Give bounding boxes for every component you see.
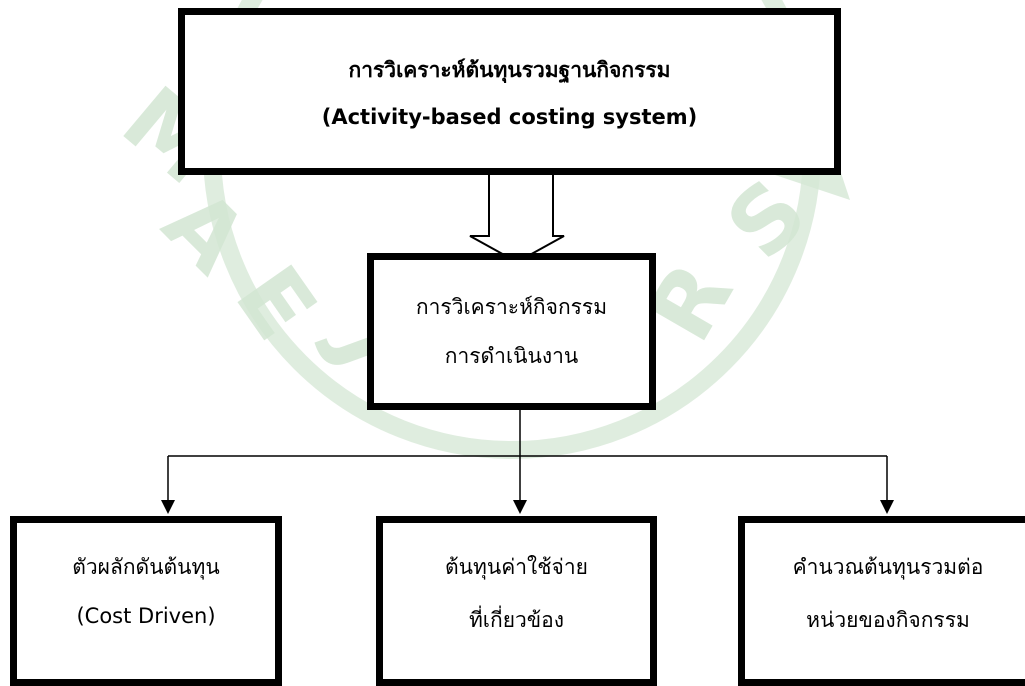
unit-cost-line2: หน่วยของกิจกรรม — [806, 608, 970, 632]
related-expense-box: ต้นทุนค่าใช้จ่าย ที่เกี่ยวข้อง — [376, 516, 657, 686]
down-arrow-block — [469, 175, 565, 264]
activity-analysis-line1: การวิเคราะห์กิจกรรม — [415, 294, 608, 319]
cost-driver-line2: (Cost Driven) — [76, 604, 216, 628]
abc-system-box: การวิเคราะห์ต้นทุนรวมฐานกิจกรรม (Activit… — [178, 8, 841, 175]
arrowhead-right — [880, 500, 894, 514]
unit-cost-line1: คำนวณต้นทุนรวมต่อ — [792, 555, 984, 579]
arrowhead-left — [161, 500, 175, 514]
abc-system-subtitle: (Activity-based costing system) — [321, 105, 698, 129]
related-expense-line1: ต้นทุนค่าใช้จ่าย — [445, 555, 588, 579]
cost-driver-line1: ตัวผลักดันต้นทุน — [72, 555, 220, 579]
related-expense-line2: ที่เกี่ยวข้อง — [468, 608, 565, 632]
arrowhead-center — [513, 500, 527, 514]
abc-system-title: การวิเคราะห์ต้นทุนรวมฐานกิจกรรม — [348, 58, 671, 82]
cost-driver-box: ตัวผลักดันต้นทุน (Cost Driven) — [10, 516, 282, 686]
unit-cost-box: คำนวณต้นทุนรวมต่อ หน่วยของกิจกรรม — [738, 516, 1025, 686]
activity-analysis-line2: การดำเนินงาน — [444, 343, 579, 368]
activity-analysis-box: การวิเคราะห์กิจกรรม การดำเนินงาน — [367, 253, 656, 410]
